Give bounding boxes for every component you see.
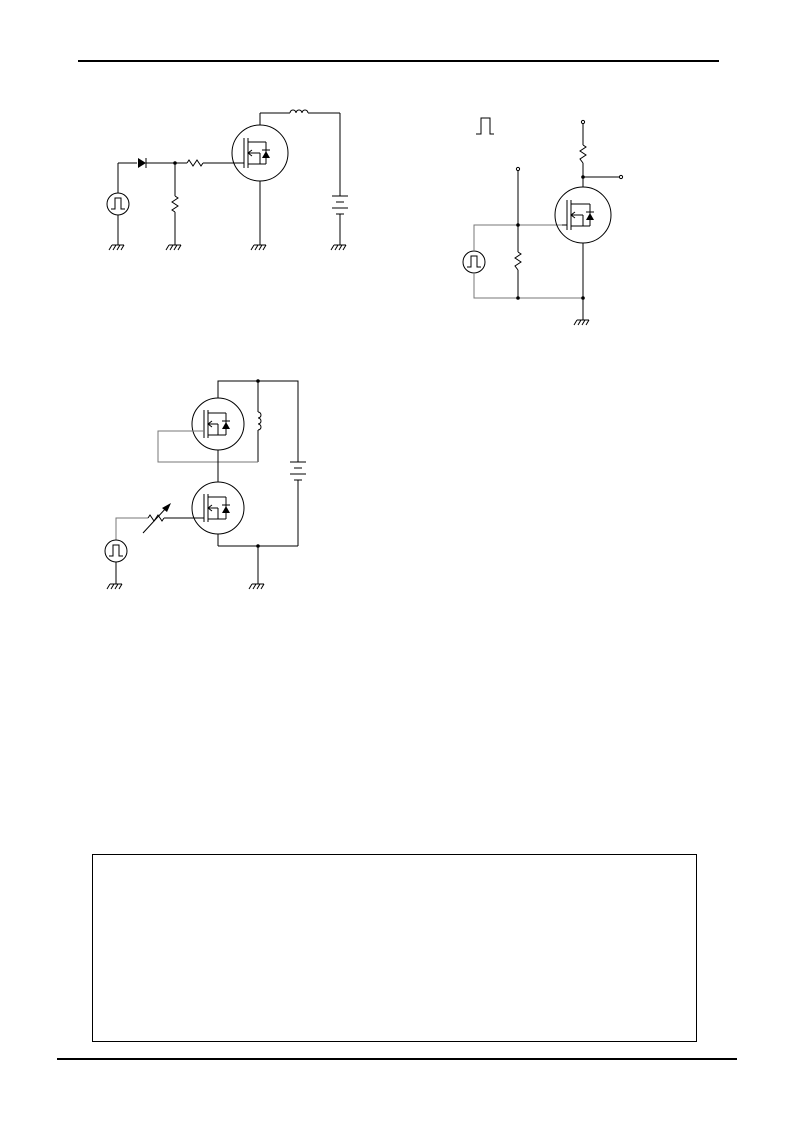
footer-rule [57, 1058, 737, 1060]
junction-dot [581, 296, 585, 300]
circuit-diagram-3 [104, 379, 306, 590]
notice-box [92, 854, 697, 1042]
variable-resistor-arrow [142, 506, 168, 534]
inductor [257, 411, 262, 431]
arrow-head-icon [162, 503, 171, 512]
pulse-source [462, 250, 486, 274]
terminal-dot [580, 119, 586, 125]
circuit-diagram-1 [106, 109, 348, 251]
resistor [579, 144, 587, 164]
n-mosfet [554, 186, 612, 244]
resistor [186, 159, 204, 167]
n-mosfet-lower [191, 481, 245, 535]
terminal-dot [515, 166, 521, 172]
diode [138, 158, 147, 168]
ground-symbol [330, 244, 347, 251]
ground-symbol [573, 319, 590, 326]
battery [332, 195, 348, 215]
ground-symbol [165, 244, 182, 251]
resistor [171, 195, 179, 213]
gate-source-short [157, 430, 258, 463]
return-wire [473, 273, 583, 299]
pulse-source [104, 539, 128, 563]
gate-wire [473, 224, 562, 251]
battery [290, 461, 306, 481]
junction-dot [516, 296, 520, 300]
ground-symbol [248, 583, 265, 590]
n-mosfet [231, 124, 289, 182]
header-rule [78, 60, 719, 62]
gate-wire [115, 517, 148, 540]
ground-symbol [250, 244, 267, 251]
ground-symbol [108, 244, 125, 251]
inductor [289, 109, 309, 114]
pulse-source [106, 192, 130, 216]
ground-symbol [106, 583, 123, 590]
n-mosfet-upper [191, 397, 245, 451]
pulse-waveform-symbol [476, 117, 494, 135]
resistor [514, 251, 522, 271]
output-terminal [618, 174, 624, 180]
variable-resistor [147, 514, 165, 522]
junction-dot [516, 223, 520, 227]
circuit-diagram-2 [462, 117, 624, 326]
